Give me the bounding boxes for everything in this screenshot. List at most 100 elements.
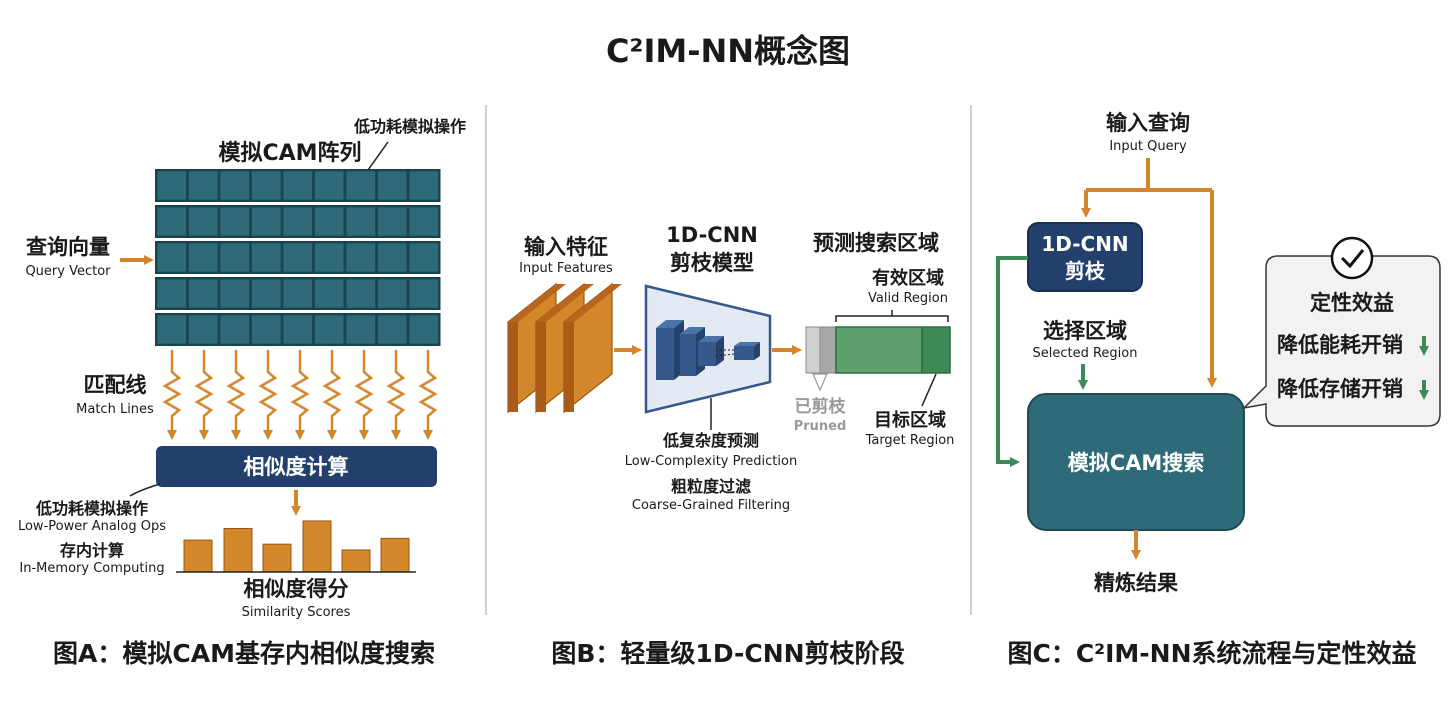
coarse-filter-zh: 粗粒度过滤: [671, 477, 751, 496]
pruned-segment-dark: [819, 326, 837, 374]
checkmark-icon-tick: [1340, 249, 1365, 269]
cam-array-label: 模拟CAM阵列: [218, 140, 361, 166]
match-line: [290, 350, 310, 440]
cam-cell: [314, 242, 345, 273]
cam-cell: [282, 170, 313, 201]
low-complexity-en: Low-Complexity Prediction: [625, 454, 797, 469]
cam-cell: [408, 170, 439, 201]
input-query-zh: 输入查询: [1106, 111, 1190, 135]
cam-cell: [219, 206, 250, 237]
cnn-bypass-flow: [996, 256, 1028, 467]
target-region-segment: [921, 326, 951, 374]
input-feature-maps: [507, 282, 622, 414]
valid-region-segment: [835, 326, 923, 374]
cam-cell: [188, 170, 219, 201]
checkmark-icon: [1330, 236, 1374, 280]
valid-region-zh: 有效区域: [872, 267, 944, 289]
benefit-callout: [1241, 255, 1441, 427]
cnn-pruning-line1: 1D-CNN: [1041, 232, 1128, 256]
panel-a-low-power-top: 低功耗模拟操作: [353, 117, 466, 136]
match-line: [418, 350, 438, 440]
match-line: [258, 350, 278, 440]
in-memory-en: In-Memory Computing: [19, 561, 164, 576]
main-title: C²IM-NN概念图: [606, 32, 850, 70]
benefit-title: 定性效益: [1310, 291, 1394, 315]
low-power-ops-en: Low-Power Analog Ops: [18, 519, 166, 534]
match-lines-en: Match Lines: [76, 402, 154, 417]
in-memory-zh: 存内计算: [60, 541, 124, 560]
selected-region-en: Selected Region: [1033, 346, 1138, 361]
cam-cell: [345, 170, 376, 201]
query-flow-split: [1086, 158, 1212, 192]
similarity-compute-label: 相似度计算: [244, 455, 349, 479]
input-query-en: Input Query: [1109, 139, 1187, 154]
model-title-line1: 1D-CNN: [666, 223, 758, 247]
match-line: [354, 350, 374, 440]
target-region-en: Target Region: [865, 433, 955, 448]
cam-cell: [188, 206, 219, 237]
panel-a-pointer-line: [367, 141, 389, 171]
similarity-scores-zh: 相似度得分: [244, 577, 349, 601]
cam-cell: [377, 242, 408, 273]
cam-cell: [314, 278, 345, 309]
input-features-zh: 输入特征: [524, 235, 608, 259]
similarity-leader-line: [129, 483, 161, 497]
selected-region-zh: 选择区域: [1043, 319, 1127, 343]
match-line: [226, 350, 246, 440]
cnn-pruning-line2: 剪枝: [1065, 259, 1106, 283]
cam-cell: [314, 314, 345, 345]
score-bar: [380, 537, 410, 573]
low-complexity-zh: 低复杂度预测: [662, 431, 759, 450]
score-bar: [183, 539, 213, 573]
cam-cell: [282, 242, 313, 273]
panel-a: 低功耗模拟操作 模拟CAM阵列 查询向量 Query Vector 匹配线 Ma…: [18, 117, 466, 668]
pruned-zh: 已剪枝: [795, 396, 847, 417]
cam-cell: [156, 314, 187, 345]
cam-cell: [408, 314, 439, 345]
panel-b: 输入特征 Input Features 1D-CNN 剪枝模型: [507, 223, 955, 668]
match-lines-group: [162, 350, 438, 440]
cam-cell: [345, 314, 376, 345]
target-region-zh: 目标区域: [874, 409, 946, 431]
cam-cell: [251, 206, 282, 237]
cam-cell: [345, 206, 376, 237]
score-bar: [262, 543, 292, 573]
pruned-pointer: [812, 373, 828, 392]
query-vector-en: Query Vector: [25, 264, 111, 279]
benefit-storage: 降低存储开销: [1277, 377, 1403, 401]
cam-cell: [377, 170, 408, 201]
refined-result-label: 精炼结果: [1094, 571, 1178, 595]
caption-c: 图C：C²IM-NN系统流程与定性效益: [1007, 639, 1416, 668]
valid-region-en: Valid Region: [868, 291, 948, 306]
cam-cell: [408, 242, 439, 273]
target-pointer-line: [921, 373, 937, 407]
input-features-en: Input Features: [519, 261, 613, 276]
cam-cell: [219, 314, 250, 345]
cam-cell: [282, 206, 313, 237]
cam-cell: [251, 170, 282, 201]
cam-cell: [408, 206, 439, 237]
query-vector-zh: 查询向量: [26, 235, 110, 259]
cnn-layer-cubes: [656, 320, 760, 380]
match-line: [386, 350, 406, 440]
cam-cell: [219, 170, 250, 201]
predict-region-title: 预测搜索区域: [813, 231, 939, 255]
cam-cell: [345, 242, 376, 273]
coarse-filter-en: Coarse-Grained Filtering: [632, 498, 790, 513]
pruned-segment-light: [805, 326, 821, 374]
cam-cell: [377, 278, 408, 309]
cam-cell: [251, 314, 282, 345]
cam-cell: [314, 170, 345, 201]
cam-cell: [219, 242, 250, 273]
cam-cell: [377, 314, 408, 345]
match-line: [162, 350, 182, 440]
cam-cell: [219, 278, 250, 309]
similarity-scores-en: Similarity Scores: [242, 605, 351, 620]
cam-cell: [156, 206, 187, 237]
cam-cell: [188, 278, 219, 309]
low-power-ops-zh: 低功耗模拟操作: [35, 499, 148, 518]
score-bar: [302, 520, 332, 573]
cam-cell: [188, 242, 219, 273]
benefit-energy: 降低能耗开销: [1277, 333, 1403, 357]
